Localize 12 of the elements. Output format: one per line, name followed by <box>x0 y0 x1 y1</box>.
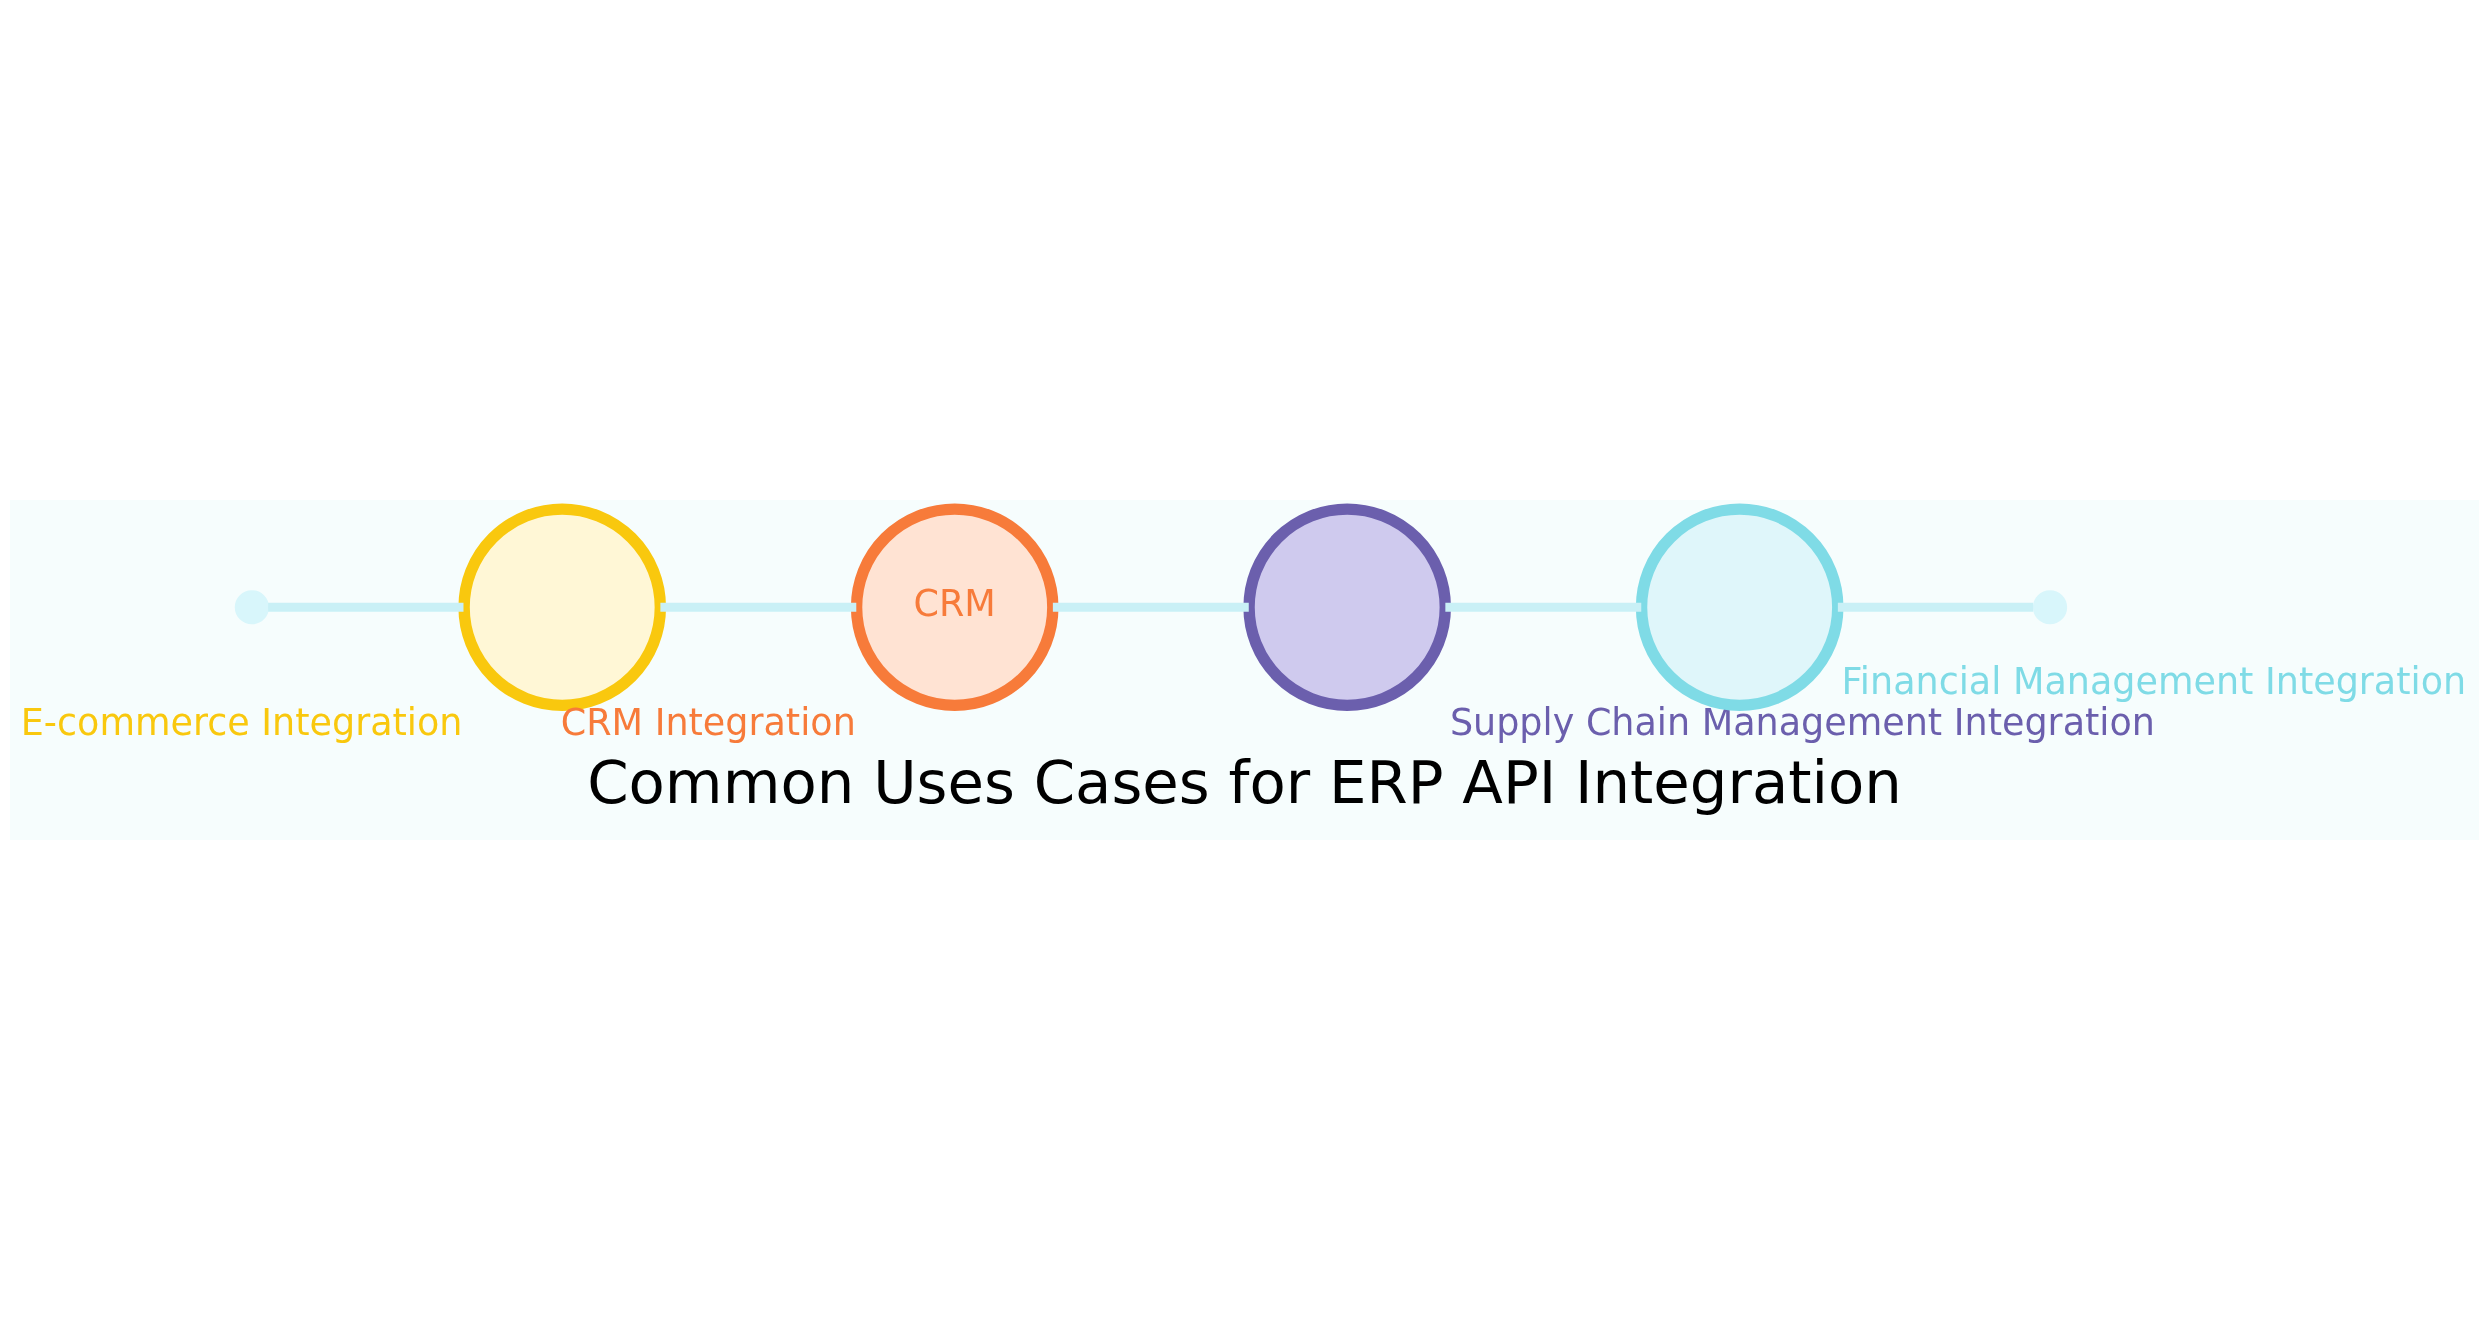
caption: Common Uses Cases for ERP API Integration <box>587 747 1902 817</box>
connector <box>1837 602 2034 612</box>
node-circle <box>234 589 269 624</box>
connector <box>268 602 464 612</box>
node-circle: CRM <box>850 502 1059 711</box>
node-circle <box>1243 502 1451 711</box>
node-circle <box>2032 589 2068 624</box>
connector <box>1052 602 1249 612</box>
node-label: E-commerce Integration <box>20 700 463 744</box>
connector <box>1445 602 1642 612</box>
connector <box>660 602 857 612</box>
node-label: Financial Management Integration <box>1841 659 2467 702</box>
